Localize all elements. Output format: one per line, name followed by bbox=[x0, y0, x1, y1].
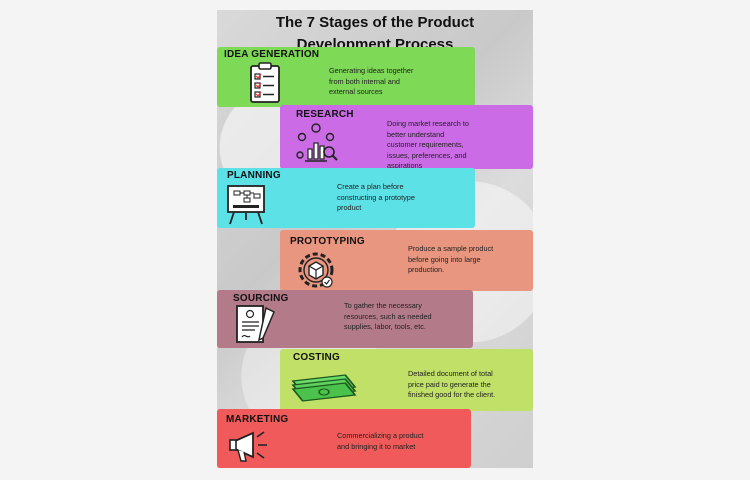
megaphone-icon bbox=[229, 431, 267, 462]
stage-description: To gather the necessary resources, such … bbox=[344, 301, 432, 331]
whiteboard-plan-icon bbox=[227, 185, 265, 225]
stage-label: PLANNING bbox=[227, 170, 281, 181]
stage-label: RESEARCH bbox=[296, 109, 354, 120]
stage-description: Doing market research to better understa… bbox=[387, 119, 469, 170]
stage-label: MARKETING bbox=[226, 414, 289, 425]
analytics-people-icon bbox=[296, 123, 338, 162]
stage-label: PROTOTYPING bbox=[290, 236, 365, 247]
stage-description: Generating ideas together from both inte… bbox=[329, 66, 414, 96]
stage-planning: PLANNING Create a plan before constructi… bbox=[217, 168, 475, 228]
clipboard-checklist-icon bbox=[250, 62, 280, 103]
contract-pen-icon bbox=[236, 305, 275, 343]
stage-marketing: MARKETING Commercializing a product and … bbox=[217, 409, 471, 468]
stage-prototyping: PROTOTYPING Produce a sample product bef… bbox=[280, 230, 533, 291]
stage-description: Produce a sample product before going in… bbox=[408, 244, 494, 274]
stage-research: RESEARCH Doing market research to better… bbox=[280, 105, 533, 170]
stage-label: IDEA GENERATION bbox=[224, 49, 320, 60]
stage-costing: COSTING Detailed document of total price… bbox=[280, 349, 533, 411]
infographic-poster: The 7 Stages of the Product Development … bbox=[217, 10, 533, 468]
stage-sourcing: SOURCING To gather the necessary resourc… bbox=[217, 290, 473, 348]
stage-idea-generation: IDEA GENERATION Generating ideas togethe… bbox=[217, 47, 475, 107]
money-stack-icon bbox=[291, 374, 357, 402]
stage-description: Commercializing a product and bringing i… bbox=[337, 431, 424, 451]
stage-label: COSTING bbox=[293, 352, 340, 363]
stage-label: SOURCING bbox=[233, 293, 289, 304]
title-line-1: The 7 Stages of the Product bbox=[275, 14, 475, 31]
stage-description: Detailed document of total price paid to… bbox=[408, 369, 496, 399]
gear-box-icon bbox=[298, 252, 334, 288]
stage-description: Create a plan before constructing a prot… bbox=[337, 182, 415, 212]
